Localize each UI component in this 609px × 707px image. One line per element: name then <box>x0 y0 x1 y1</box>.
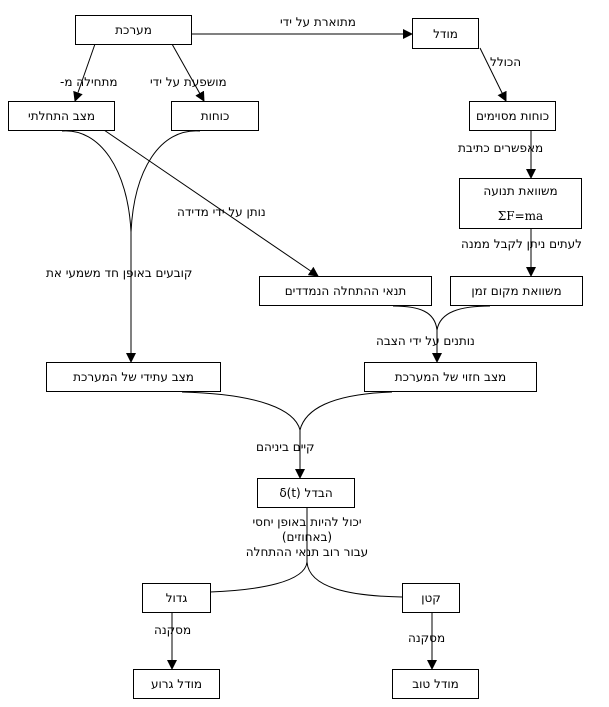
node-label: משוואת מקום זמן <box>471 284 562 298</box>
edge-label-exists-between: קיים ביניהם <box>256 440 315 454</box>
edge-model-specific-forces <box>479 47 507 102</box>
node-label: תנאי ההתחלה הנמדדים <box>284 284 407 298</box>
edge-label-can-be-relative: יכול להיות באופן יחסי (באחוזים) עבור רוב… <box>227 515 387 560</box>
edge-label-given-by-substitution: נותנים על ידי הצבה <box>376 334 475 348</box>
edge-system-initial-state <box>73 43 96 102</box>
node-formula: ΣF=ma <box>497 208 544 223</box>
edge-system-forces <box>171 43 205 102</box>
node-label: מצב חזוי של המערכת <box>394 370 507 384</box>
node-specific-forces: כוחות מסוימים <box>469 101 556 131</box>
node-large: גדול <box>142 583 211 613</box>
node-forces: כוחות <box>171 101 259 131</box>
node-label: כוחות מסוימים <box>475 109 550 123</box>
node-label: כוחות <box>200 109 230 123</box>
node-label: מודל <box>433 26 458 41</box>
label-line: עבור רוב תנאי ההתחלה <box>245 545 369 559</box>
node-label: מודל טוב <box>412 677 459 691</box>
node-system: מערכת <box>75 15 192 45</box>
node-bad-model: מודל גרוע <box>133 669 220 699</box>
node-label: קטן <box>421 591 441 605</box>
node-future-state: מצב עתידי של המערכת <box>46 362 221 392</box>
label-line: (באחוזים) <box>281 530 333 544</box>
label-line: יכול להיות באופן יחסי <box>252 515 362 529</box>
node-equation-of-motion: משוואת תנועה ΣF=ma <box>459 178 582 229</box>
node-label: משוואת תנועה <box>483 184 558 199</box>
merge-curve-right <box>392 305 491 331</box>
node-initial-state: מצב התחלתי <box>8 101 115 131</box>
node-label: מצב התחלתי <box>28 109 95 123</box>
node-model: מודל <box>412 18 479 49</box>
edge-initial-to-conditions <box>103 129 319 277</box>
merge-curve-bottom <box>181 391 393 431</box>
node-predicted-state: מצב חזוי של המערכת <box>364 362 537 392</box>
edge-label-sometimes-derive: לעתים ניתן לקבל ממנה <box>461 237 582 251</box>
edge-label-includes: הכולל <box>490 55 522 69</box>
node-label: מודל גרוע <box>150 677 203 691</box>
node-difference: הבדל δ(t) <box>257 478 355 508</box>
node-good-model: מודל טוב <box>392 669 479 699</box>
split-curve <box>209 507 403 598</box>
edge-label-conclusion-right: מסקנה <box>408 631 446 645</box>
node-position-time-equation: משוואת מקום זמן <box>450 276 583 306</box>
node-measured-initial-conditions: תנאי ההתחלה הנמדדים <box>259 276 432 306</box>
edge-label-conclusion-left: מסקנה <box>154 623 192 637</box>
node-label: מערכת <box>115 23 152 37</box>
node-small: קטן <box>402 583 460 613</box>
edge-label-starts-from: מתחילה מ- <box>60 75 118 89</box>
edge-label-influenced-by: מושפעת על ידי <box>150 75 227 89</box>
edge-label-described-by: מתוארת על ידי <box>280 15 356 29</box>
node-label: גדול <box>165 591 188 605</box>
edge-label-given-by-measurement: נותן על ידי מדידה <box>177 205 266 219</box>
edge-label-allow-writing: מאפשרים כתיבת <box>458 141 544 155</box>
edge-label-uniquely-determine: קובעים באופן חד משמעי את <box>46 266 193 280</box>
merge-curve-left <box>61 130 201 233</box>
node-label: מצב עתידי של המערכת <box>73 370 194 384</box>
node-label: הבדל δ(t) <box>279 486 333 500</box>
